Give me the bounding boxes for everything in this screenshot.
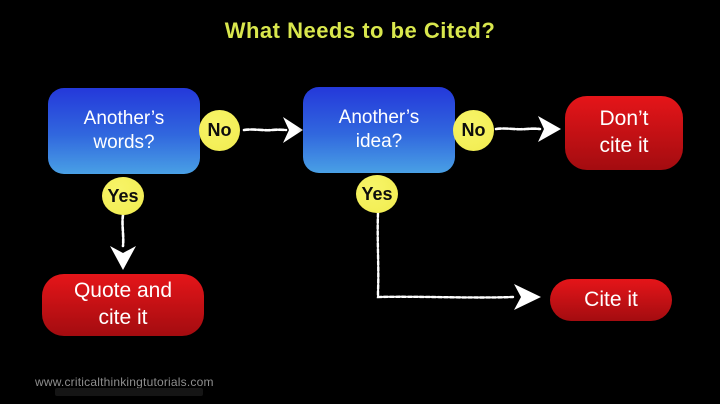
label-no-idea: No xyxy=(453,110,494,151)
watermark-url: www.criticalthinkingtutorials.com xyxy=(35,375,214,389)
node-anothers-words: Another’s words? xyxy=(48,88,200,174)
arrow-idea-yes-to-cite xyxy=(376,211,541,310)
label-yes-words: Yes xyxy=(102,177,144,215)
arrow-words-yes-to-quote xyxy=(110,213,136,270)
node-quote-and-cite-it: Quote and cite it xyxy=(42,274,204,336)
node-dont-cite-it: Don’t cite it xyxy=(565,96,683,170)
label-yes-idea: Yes xyxy=(356,175,398,213)
bottom-dark-bar xyxy=(55,388,203,396)
node-cite-it: Cite it xyxy=(550,279,672,321)
label-no-words: No xyxy=(199,110,240,151)
node-anothers-idea: Another’s idea? xyxy=(303,87,455,173)
arrow-idea-no-to-dont-cite xyxy=(494,116,561,142)
slide-title: What Needs to be Cited? xyxy=(224,18,496,43)
arrow-words-no-to-idea xyxy=(242,117,303,143)
